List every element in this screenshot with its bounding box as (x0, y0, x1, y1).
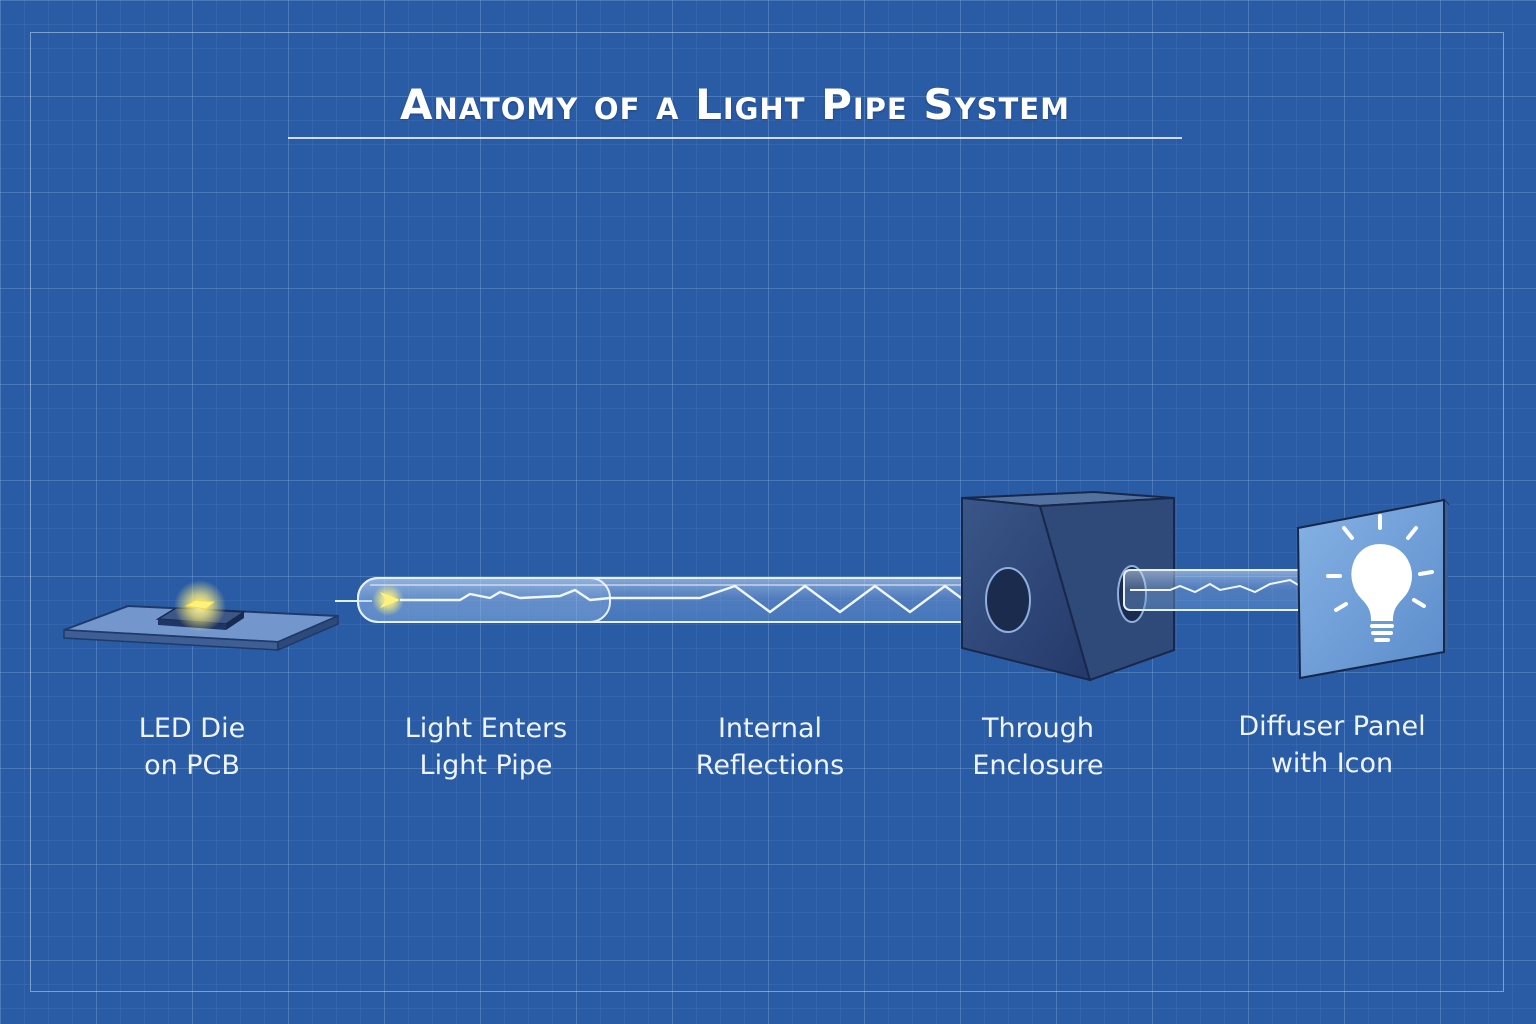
step-label-line: LED Die (138, 713, 246, 744)
internal-reflection-path (400, 584, 1011, 614)
led-die-icon (155, 580, 247, 632)
diagram-title: Anatomy of a Light Pipe System (400, 80, 1070, 129)
step-label-diffuser-panel: Diffuser Panel with Icon (1202, 708, 1462, 782)
step-label-line: with Icon (1270, 748, 1394, 779)
step-label-line: Light Pipe (419, 750, 553, 781)
step-label-internal-reflections: Internal Reflections (640, 710, 900, 784)
step-label-line: on PCB (144, 750, 240, 781)
blueprint-frame (30, 32, 1504, 992)
title-underline (288, 137, 1182, 139)
step-label-line: Internal (717, 713, 823, 744)
light-bulb-icon (1326, 514, 1434, 642)
light-pipe (357, 577, 1031, 623)
step-label-line: Light Enters (404, 713, 568, 744)
step-label-led-die: LED Die on PCB (62, 710, 322, 784)
step-label-light-enters: Light Enters Light Pipe (356, 710, 616, 784)
exit-light-pipe (1123, 569, 1307, 611)
enclosure-block (961, 490, 1175, 682)
step-label-line: Diffuser Panel (1238, 711, 1426, 742)
step-label-line: Enclosure (972, 750, 1104, 781)
step-label-line: Reflections (695, 750, 845, 781)
step-label-line: Through (982, 713, 1094, 744)
step-label-through-enclosure: Through Enclosure (908, 710, 1168, 784)
